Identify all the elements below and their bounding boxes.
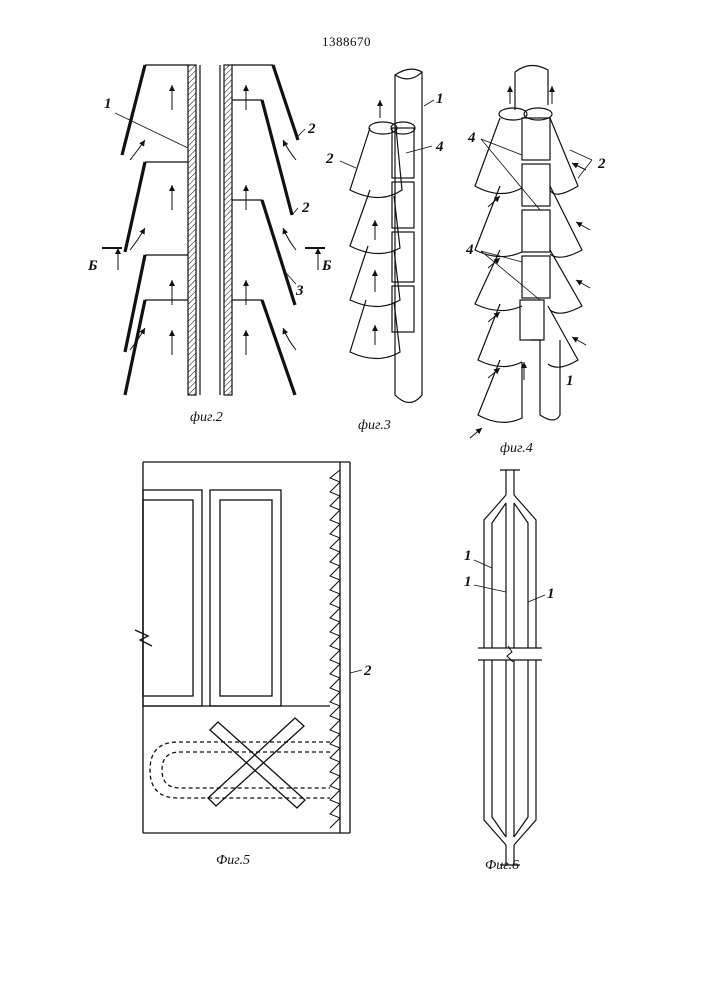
- figure-2: [102, 65, 325, 395]
- fig2-section-right: Б: [321, 258, 332, 274]
- figure-5-labels: 2 Фиг.5: [216, 663, 372, 868]
- figure-3: [340, 69, 434, 402]
- fig3-ref-2: 2: [325, 151, 334, 167]
- fig2-ref-1: 1: [104, 96, 112, 112]
- fig4-ref-2: 2: [597, 156, 606, 172]
- fig4-caption: фиг.4: [500, 441, 533, 456]
- fig2-caption: фиг.2: [190, 410, 223, 425]
- fig3-ref-4: 4: [435, 139, 444, 155]
- figure-6: [474, 470, 545, 865]
- fig3-ref-1: 1: [436, 91, 444, 107]
- fig4-ref-1: 1: [566, 373, 574, 389]
- fig4-ref-4a: 4: [467, 130, 476, 146]
- fig4-ref-4b: 4: [465, 242, 474, 258]
- figure-5: [135, 462, 362, 833]
- fig6-ref-1a: 1: [464, 548, 472, 564]
- figure-4-labels: 4 4 2 1 фиг.4: [465, 130, 606, 456]
- fig2-ref-2a: 2: [307, 121, 316, 137]
- figure-3-labels: 1 2 4 фиг.3: [325, 91, 444, 433]
- fig6-caption: Фиг.6: [485, 858, 519, 873]
- fig6-ref-1c: 1: [547, 586, 555, 602]
- fig3-caption: фиг.3: [358, 418, 391, 433]
- fig2-ref-2b: 2: [301, 200, 310, 216]
- fig5-ref-2: 2: [363, 663, 372, 679]
- fig2-section-left: Б: [87, 258, 98, 274]
- fig2-ref-3: 3: [295, 283, 304, 299]
- figure-4: [470, 65, 592, 438]
- fig6-ref-1b: 1: [464, 574, 472, 590]
- fig5-caption: Фиг.5: [216, 853, 250, 868]
